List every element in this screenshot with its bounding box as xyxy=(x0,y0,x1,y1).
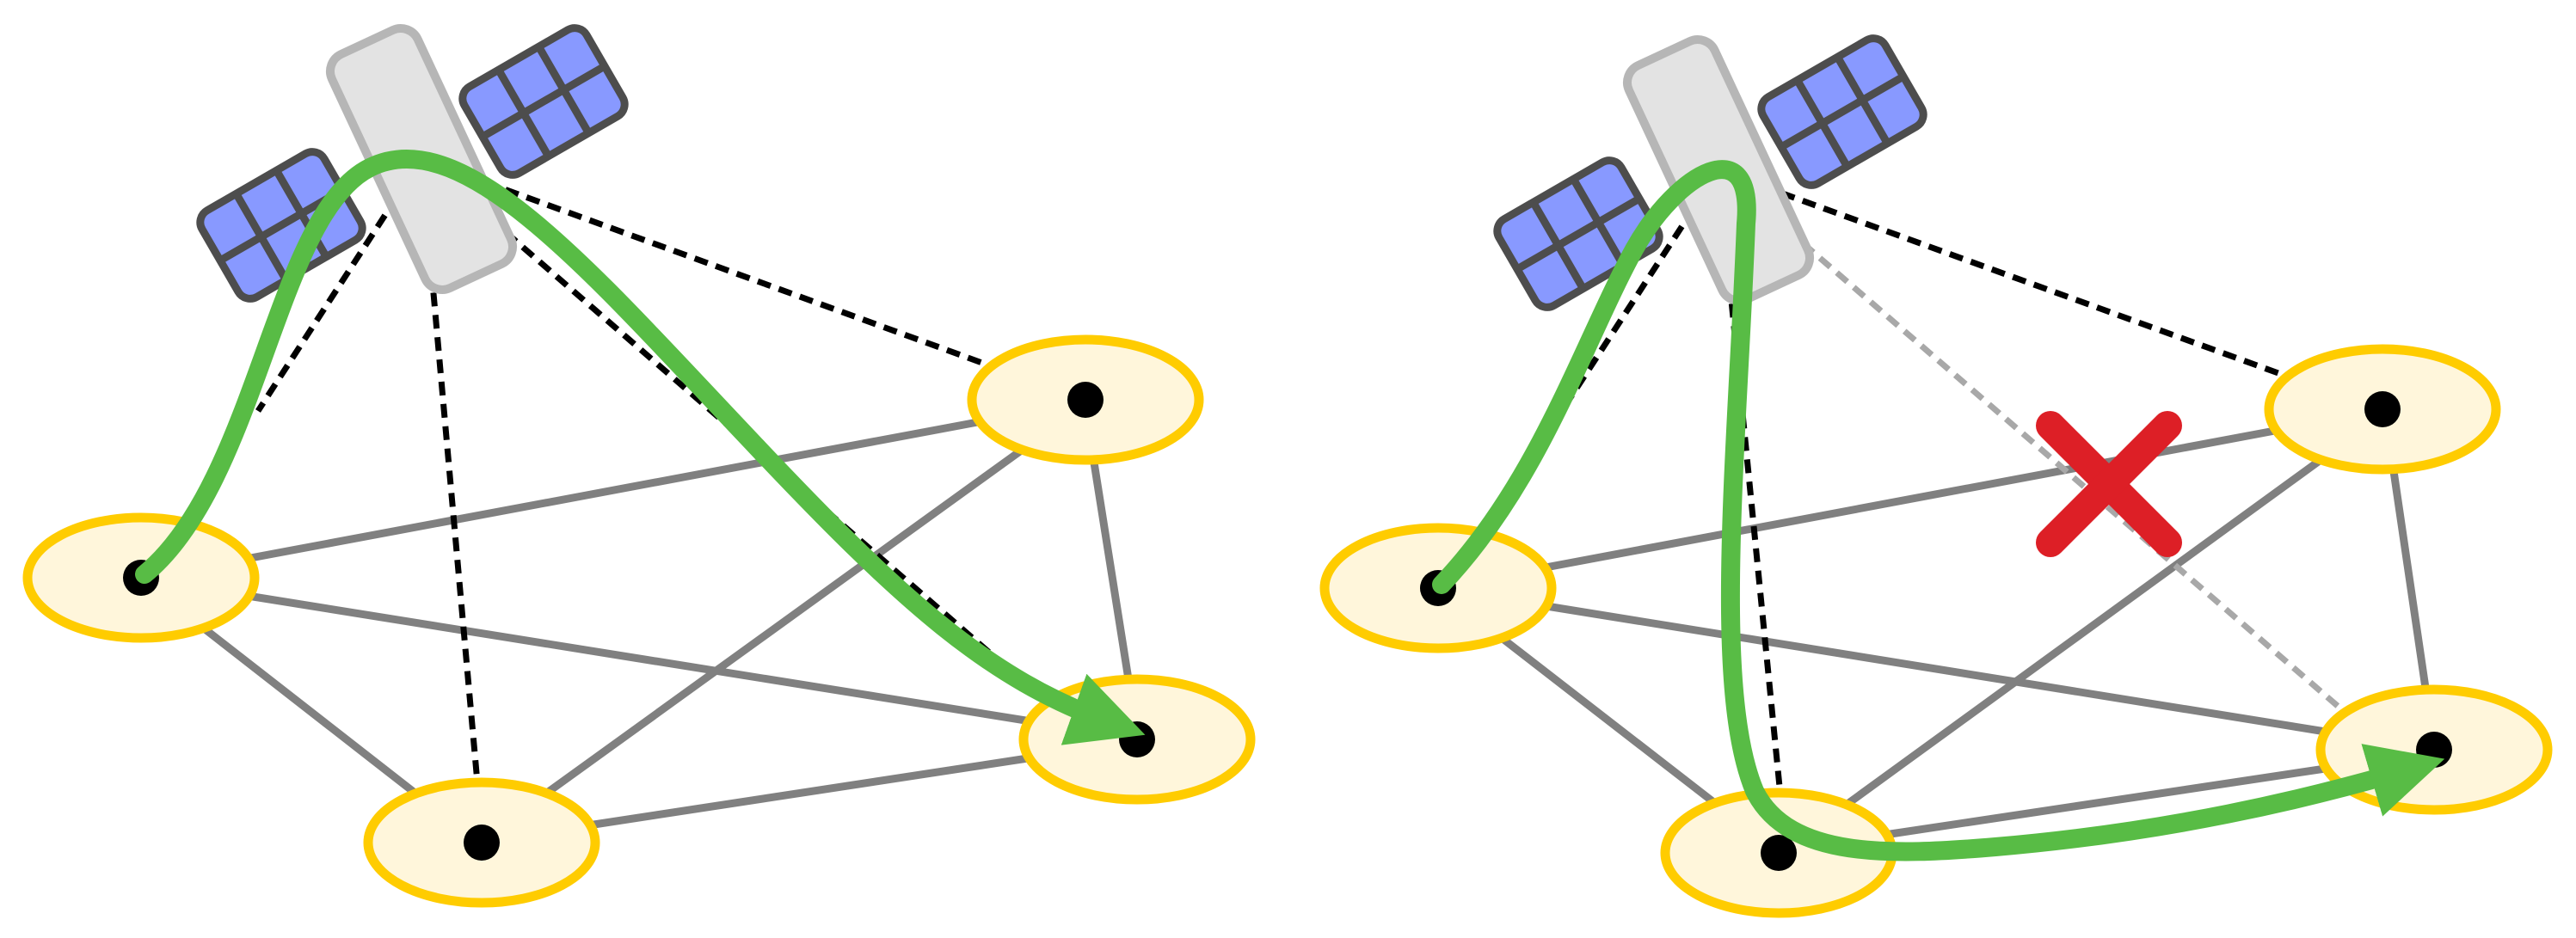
solar-panel-right xyxy=(458,24,629,179)
ground-link-a-c xyxy=(199,623,422,800)
satellite-link-c xyxy=(1715,169,1784,796)
ground-link-e-d xyxy=(1886,763,2335,838)
panel-right xyxy=(1319,34,2553,918)
satellite-link-c xyxy=(418,158,481,783)
satellite-links xyxy=(1552,167,2387,796)
ground-link-a-c xyxy=(1497,634,1720,808)
satellite-link-b xyxy=(1717,167,2290,380)
satellite-links xyxy=(255,156,1082,783)
ground-link-a-b xyxy=(242,417,987,563)
ground-link-a-d xyxy=(1542,602,2335,737)
panel-left xyxy=(22,24,1256,908)
satellite-link-d-failed xyxy=(1716,168,2387,749)
route-path xyxy=(1432,160,2445,861)
ground-link-e-b xyxy=(539,444,1028,800)
ground-link-b-d xyxy=(2389,467,2430,692)
route-path xyxy=(135,150,1146,745)
ground-node-b xyxy=(2264,344,2501,475)
ground-link-e-d xyxy=(584,754,1032,830)
x-mark-icon xyxy=(2036,411,2182,557)
solar-panel-right xyxy=(1757,34,1927,189)
satellite-link-b xyxy=(420,156,991,369)
ground-link-a-d xyxy=(243,592,1041,726)
ground-link-e-b xyxy=(1843,456,2325,808)
ground-node-b xyxy=(967,334,1204,465)
ground-links xyxy=(199,417,1133,830)
ground-node-c xyxy=(363,777,600,908)
ground-links xyxy=(1497,426,2430,838)
ground-link-b-d xyxy=(1090,458,1133,684)
solar-panel-left xyxy=(1493,156,1663,311)
